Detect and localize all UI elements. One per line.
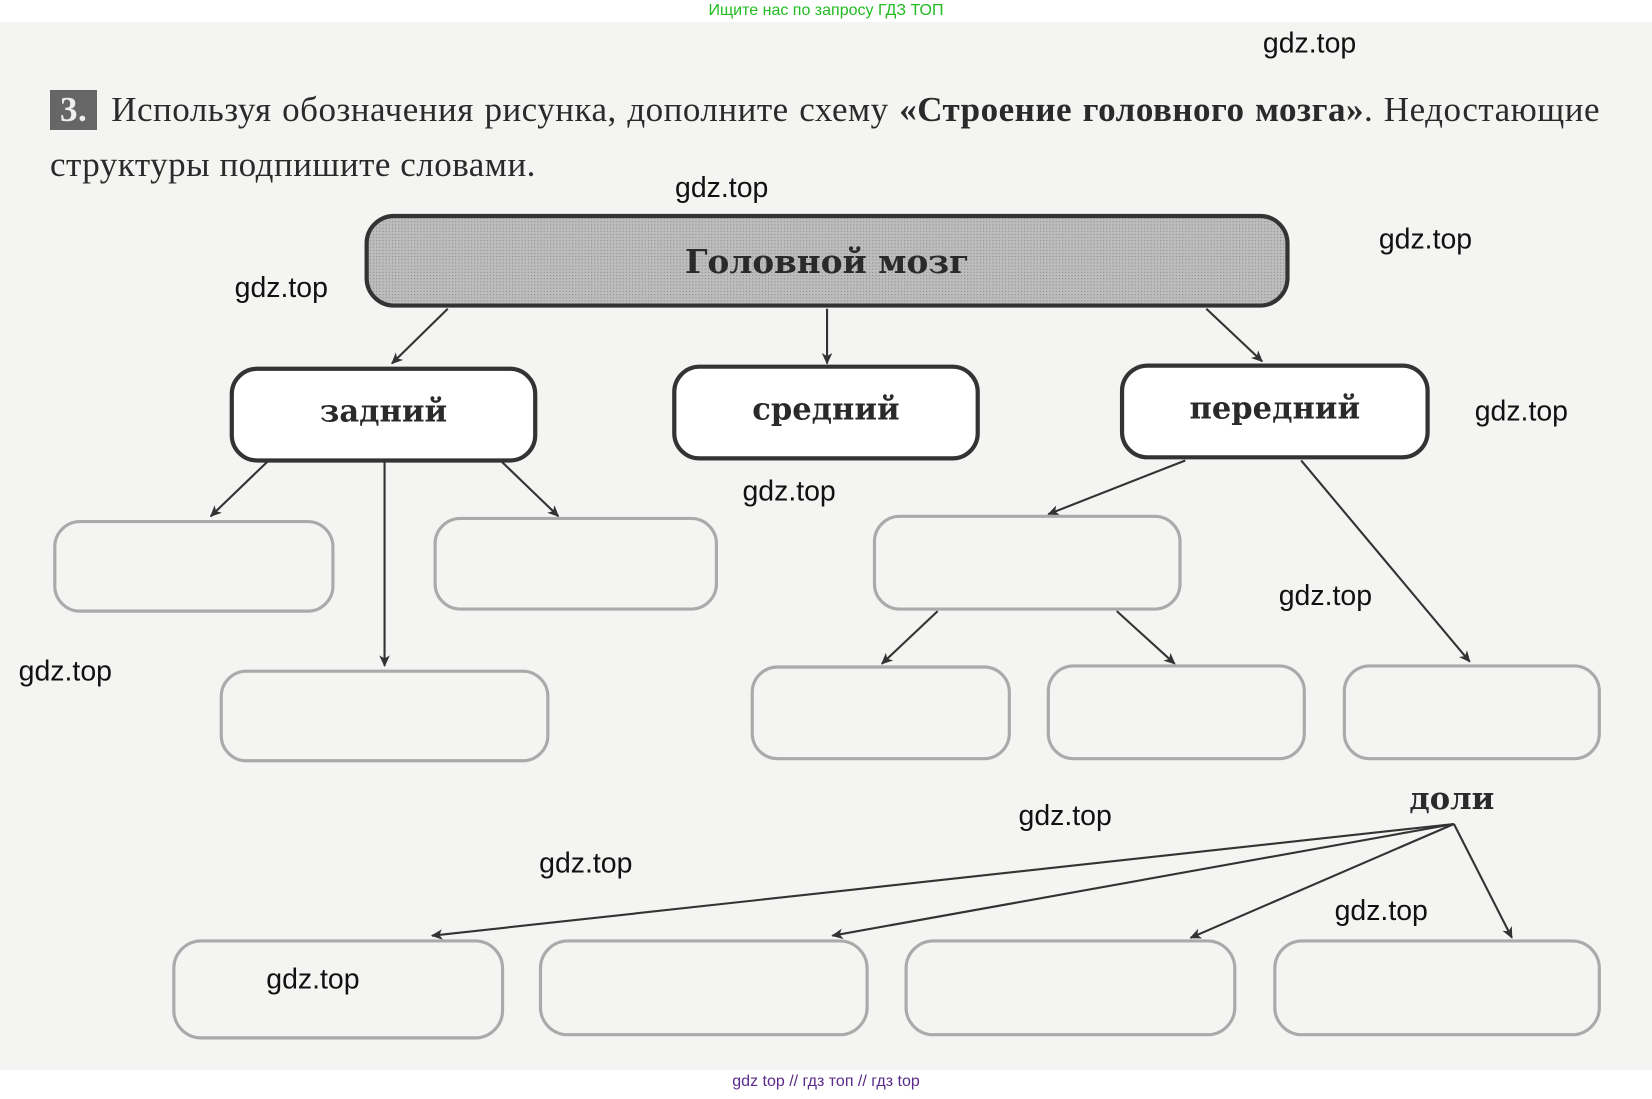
- answer-box[interactable]: [872, 514, 1182, 611]
- footer-links[interactable]: gdz top // гдз топ // гдз top: [732, 1073, 920, 1090]
- watermark: gdz.top: [1379, 224, 1472, 256]
- forebrain-box: [1119, 363, 1430, 460]
- empty-answer-boxes: [53, 514, 1601, 1040]
- forebrain-label: передний: [1190, 390, 1361, 426]
- watermark: gdz.top: [539, 847, 632, 879]
- lobes-label: доли: [1409, 781, 1494, 817]
- answer-box[interactable]: [1273, 939, 1601, 1037]
- watermark: gdz.top: [675, 172, 768, 204]
- search-hint-link[interactable]: Ищите нас по запросу ГДЗ ТОП: [708, 2, 944, 19]
- watermark: gdz.top: [742, 476, 835, 508]
- answer-box[interactable]: [538, 939, 869, 1037]
- answer-box[interactable]: [433, 516, 719, 611]
- midbrain-box: [672, 364, 980, 461]
- watermark: gdz.top: [19, 656, 112, 688]
- hindbrain-box: [229, 366, 538, 463]
- watermark: gdz.top: [266, 963, 359, 995]
- task-text-tail: . Недостающие структуры подпишите словам…: [50, 90, 1600, 184]
- answer-box[interactable]: [172, 939, 505, 1040]
- answer-box[interactable]: [219, 669, 550, 763]
- watermark: gdz.top: [235, 272, 328, 304]
- task-text-bold: «Строение головного мозга»: [899, 90, 1364, 129]
- arrows: [209, 307, 1513, 940]
- root-box: [364, 213, 1290, 308]
- answer-box[interactable]: [750, 665, 1011, 761]
- root-label: Головной мозг: [685, 242, 969, 281]
- task-number: 3.: [50, 90, 98, 130]
- workbook-page: 3. Используя обозначения рисунка, дополни…: [0, 22, 1652, 1070]
- watermark: gdz.top: [1475, 395, 1568, 427]
- watermark: gdz.top: [1019, 800, 1112, 832]
- watermark: gdz.top: [1279, 580, 1372, 612]
- task-text-plain: Используя обозначения рисунка, дополните…: [111, 90, 900, 129]
- midbrain-label: средний: [752, 391, 899, 427]
- watermark: gdz.top: [1335, 895, 1428, 927]
- answer-box[interactable]: [904, 939, 1237, 1037]
- answer-box[interactable]: [1342, 664, 1601, 761]
- task-text: 3. Используя обозначения рисунка, дополни…: [50, 82, 1600, 192]
- watermark: gdz.top: [1263, 28, 1356, 60]
- hindbrain-label: задний: [320, 393, 447, 429]
- answer-box[interactable]: [53, 519, 335, 613]
- answer-box[interactable]: [1046, 664, 1306, 761]
